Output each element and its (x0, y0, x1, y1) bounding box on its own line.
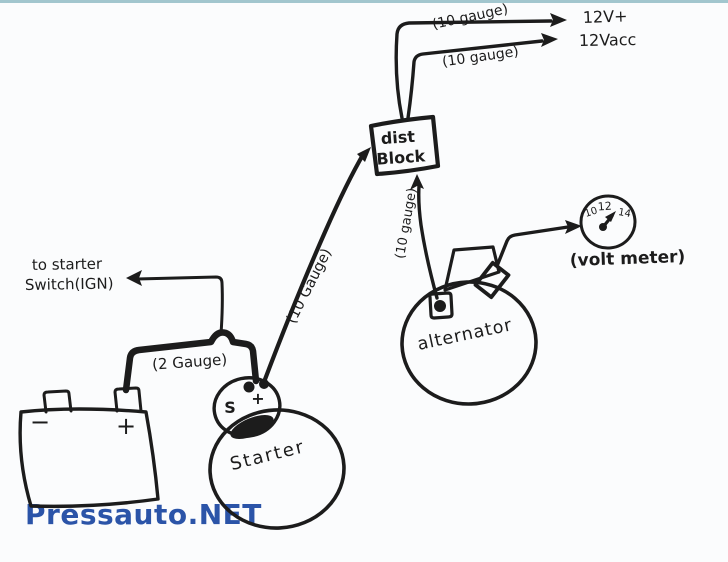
solenoid-mount-shadow (230, 415, 274, 439)
dist-block: dist Block (368, 114, 441, 177)
wire-starter-to-dist-block: (10 Gauge) (261, 147, 371, 385)
arrowhead-12v-plus (550, 13, 567, 27)
solenoid-terminal-dot-battery (243, 381, 255, 393)
wire-alternator-to-voltmeter (495, 220, 582, 268)
alternator-label: alternator (416, 315, 515, 355)
arrowhead-ign-left (126, 270, 142, 286)
wire-2-gauge (122, 329, 260, 394)
dist-block-label-line2: Block (376, 146, 426, 168)
battery-minus-label: − (30, 408, 50, 436)
wire-voltmeter (495, 225, 570, 268)
wire-label-10-gauge-alt: (10 gauge) (393, 187, 420, 260)
wire-10-gauge-starter (261, 150, 367, 385)
dist-block-label-line1: dist (380, 127, 416, 148)
alternator-output-lug (473, 260, 511, 300)
output-12v-plus-label: 12V+ (582, 6, 627, 27)
arrowhead-into-dist-bottom (410, 174, 424, 190)
alternator-terminal-post (428, 291, 454, 320)
arrowhead-into-dist-left (357, 147, 371, 162)
solenoid-plus-label: + (251, 389, 264, 408)
arrowhead-12v-acc (541, 33, 558, 47)
output-12v-acc-label: 12Vacc (579, 30, 637, 50)
wire-to-ignition-switch: to starter Switch(IGN) (25, 255, 224, 336)
wire-battery-to-solenoid: (2 Gauge) (122, 329, 260, 394)
arrowhead-into-voltmeter (565, 220, 582, 234)
wire-label-10-gauge-top1: (10 gauge) (431, 1, 510, 33)
volt-meter: 10 12 14 (volt meter) (569, 194, 686, 271)
battery-body (18, 407, 160, 509)
voltmeter-scale-12: 12 (597, 200, 612, 214)
voltmeter-scale-14: 14 (617, 207, 631, 220)
wire-label-10-gauge-starter: (10 Gauge) (284, 246, 335, 326)
starter-body (208, 408, 346, 530)
switch-note-line2: Switch(IGN) (25, 274, 114, 294)
battery-post-negative (42, 389, 73, 414)
alternator-bracket (443, 245, 501, 292)
wire-12v-plus (394, 19, 553, 120)
voltmeter-scale-10: 10 (583, 205, 599, 219)
dist-block-box (368, 114, 441, 177)
wire-label-2-gauge: (2 Gauge) (152, 350, 228, 373)
alternator: alternator (400, 245, 538, 406)
wire-ign (135, 275, 224, 336)
battery-plus-label: + (116, 412, 136, 440)
starter: Starter (208, 408, 346, 530)
starter-label: Starter (228, 436, 307, 475)
voltmeter-label: (volt meter) (569, 247, 685, 271)
wire-alternator-to-dist-block: (10 gauge) (393, 174, 439, 300)
switch-note-line1: to starter (32, 255, 103, 274)
alternator-terminal-dot (434, 300, 446, 312)
wire-dist-to-12v-acc: (10 gauge) 12Vacc (406, 30, 637, 120)
battery: − + (18, 386, 160, 509)
voltmeter-dial (579, 194, 637, 250)
solenoid-s-label: S (224, 398, 236, 417)
starter-solenoid: S + (212, 376, 282, 439)
wire-10-gauge-alt (417, 184, 439, 300)
top-border-line (0, 0, 728, 3)
voltmeter-needle-pivot (599, 223, 607, 231)
wire-12v-acc (406, 39, 544, 120)
voltmeter-needle-arrowhead (605, 211, 616, 222)
